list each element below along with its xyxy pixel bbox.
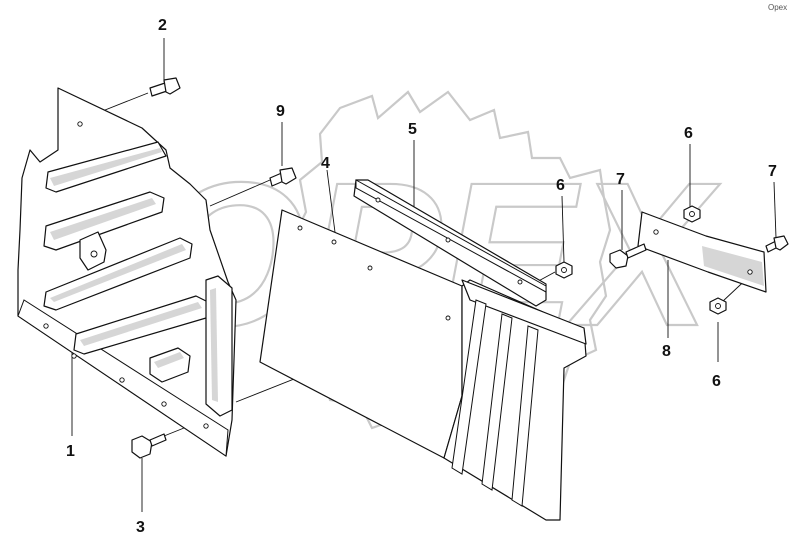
corner-mark: Opex bbox=[768, 3, 787, 12]
callout-1: 1 bbox=[66, 443, 75, 460]
hole bbox=[653, 229, 659, 235]
callout-4: 4 bbox=[321, 155, 330, 172]
part-3-bolt bbox=[131, 433, 167, 459]
callout-8: 8 bbox=[662, 343, 671, 360]
callout-6c: 6 bbox=[712, 373, 721, 390]
hole bbox=[747, 269, 753, 275]
part-9-bolt bbox=[269, 167, 297, 187]
part-5-clamp-strip bbox=[353, 179, 547, 307]
bolt-head bbox=[773, 235, 789, 251]
flap-holes bbox=[297, 225, 451, 321]
hole bbox=[297, 225, 303, 231]
hole bbox=[375, 197, 381, 203]
leader-9-axis bbox=[209, 179, 271, 207]
bolt-head bbox=[163, 77, 181, 95]
flap-lip bbox=[461, 279, 587, 345]
hole bbox=[517, 279, 523, 285]
part-8-bracket bbox=[637, 211, 767, 293]
hole bbox=[71, 353, 77, 359]
hole bbox=[445, 315, 451, 321]
slot-4-shade bbox=[80, 302, 202, 346]
flap-rib-2 bbox=[481, 313, 513, 491]
callout-9: 9 bbox=[276, 103, 285, 120]
hole bbox=[43, 323, 49, 329]
slot-group bbox=[43, 141, 209, 383]
leader-4 bbox=[326, 169, 337, 241]
callout-7a: 7 bbox=[616, 171, 625, 188]
nut-bore bbox=[689, 211, 695, 217]
callout-2: 2 bbox=[158, 17, 167, 34]
callout-6b: 6 bbox=[684, 125, 693, 142]
nut-bore bbox=[715, 303, 721, 309]
hole bbox=[331, 239, 337, 245]
side-plate-holes bbox=[43, 121, 209, 429]
callout-5: 5 bbox=[408, 121, 417, 138]
callout-3: 3 bbox=[136, 519, 145, 536]
leader-7b bbox=[773, 181, 777, 239]
part-7-bolt-a bbox=[609, 243, 647, 269]
callout-6a: 6 bbox=[556, 177, 565, 194]
hole bbox=[203, 423, 209, 429]
clip-hole bbox=[90, 250, 98, 258]
part-4-mud-flap bbox=[259, 209, 587, 521]
flap-rib-3 bbox=[511, 325, 539, 507]
part-1-side-plate bbox=[17, 87, 237, 457]
part-6-nut-c bbox=[709, 297, 727, 315]
part-7-bolt-b bbox=[765, 235, 789, 253]
hole bbox=[367, 265, 373, 271]
hole bbox=[77, 121, 83, 127]
vertical-rail bbox=[205, 275, 233, 417]
callout-7b: 7 bbox=[768, 163, 777, 180]
bracket-plate-shade bbox=[702, 246, 764, 286]
part-6-nut-b bbox=[683, 205, 701, 223]
slot-1-shade bbox=[50, 148, 162, 186]
slot-3-shade bbox=[50, 244, 186, 302]
part-2-bolt bbox=[149, 77, 181, 97]
nut-bore bbox=[561, 267, 567, 273]
bolt-shank bbox=[149, 433, 167, 447]
bolt-shank bbox=[625, 243, 647, 259]
leader-6a bbox=[561, 195, 565, 263]
vertical-rail-shade bbox=[210, 288, 218, 402]
bolt-head bbox=[609, 249, 629, 269]
bolt-head bbox=[279, 167, 297, 185]
hole bbox=[119, 377, 125, 383]
leader-2-axis bbox=[99, 92, 149, 113]
hole bbox=[445, 237, 451, 243]
hole bbox=[161, 401, 167, 407]
part-6-nut-a bbox=[555, 261, 573, 279]
clamp-strip-edge bbox=[355, 179, 547, 293]
callout-labels: 2 9 4 5 6 6 7 7 6 8 1 3 bbox=[66, 17, 777, 536]
bolt-head bbox=[131, 435, 153, 459]
slot-5-shade bbox=[154, 352, 184, 368]
slot-2-shade bbox=[50, 198, 156, 240]
flap-rib-1 bbox=[451, 299, 487, 475]
